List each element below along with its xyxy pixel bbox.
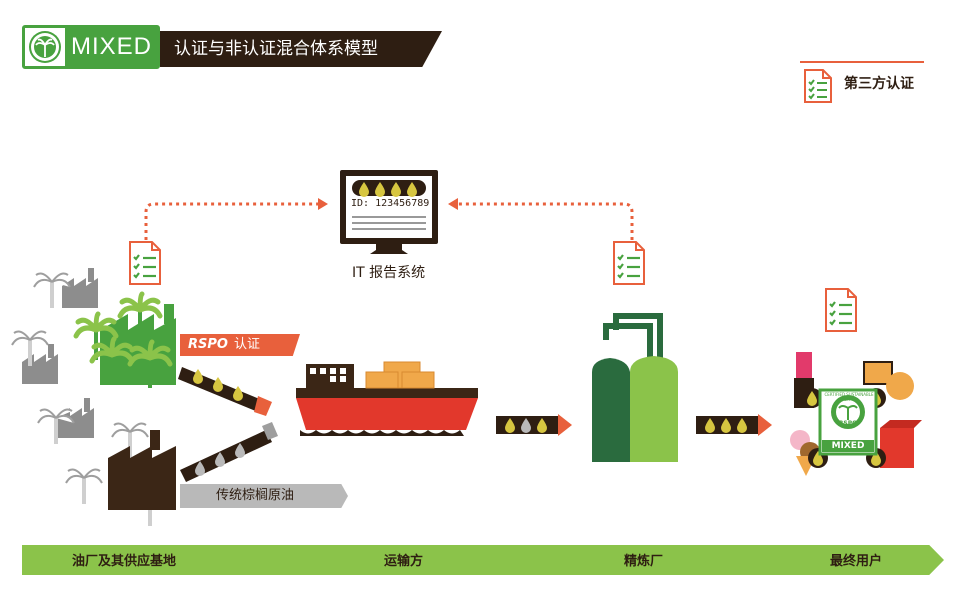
it-system-label: IT 报告系统 bbox=[352, 265, 426, 281]
certified-conveyor bbox=[178, 367, 272, 416]
certificate-mill-icon bbox=[128, 240, 162, 286]
badge-ring-text: CERTIFIED SUSTAINABLE PALM OIL bbox=[824, 392, 874, 402]
refined-conveyor bbox=[696, 414, 772, 436]
it-monitor bbox=[340, 170, 438, 254]
certificate-refinery-icon bbox=[612, 240, 646, 286]
supply-chain-stage-bar bbox=[22, 545, 944, 575]
badge-label: MIXED bbox=[65, 28, 157, 66]
legend-label: 第三方认证 bbox=[844, 76, 914, 92]
rspo-certified-tag: RSPO 认证 bbox=[180, 334, 300, 356]
mixed-badge: MIXED bbox=[22, 25, 160, 69]
page-title: 认证与非认证混合体系模型 bbox=[160, 31, 442, 67]
rspo-mixed-product-badge bbox=[818, 388, 878, 456]
certified-mill bbox=[76, 294, 176, 388]
stage-end-user: 最终用户 bbox=[830, 554, 883, 569]
refinery bbox=[592, 313, 678, 462]
stage-mill: 油厂及其供应基地 bbox=[72, 554, 177, 569]
checklist-document-icon bbox=[803, 68, 833, 108]
transport-conveyor bbox=[496, 414, 572, 436]
conventional-conveyor bbox=[180, 422, 278, 482]
traditional-oil-tag: 传统棕榈原油 bbox=[180, 484, 348, 508]
cargo-ship bbox=[296, 361, 478, 436]
rspo-tag-text: 认证 bbox=[233, 337, 260, 352]
stage-transport: 运输方 bbox=[384, 554, 424, 569]
rspo-palm-logo-icon bbox=[29, 31, 61, 63]
badge-brand: RSPO bbox=[838, 420, 858, 427]
stage-refinery: 精炼厂 bbox=[624, 554, 664, 569]
legend-divider bbox=[800, 61, 924, 63]
reporting-arrows bbox=[144, 198, 634, 240]
certificate-end-user-icon bbox=[824, 287, 858, 333]
it-id-text: ID: 123456789 bbox=[351, 198, 430, 209]
conventional-mill bbox=[108, 430, 176, 510]
end-products bbox=[790, 352, 922, 476]
rspo-tag-brand: RSPO bbox=[188, 337, 228, 352]
badge-mixed-label: MIXED bbox=[831, 441, 865, 451]
